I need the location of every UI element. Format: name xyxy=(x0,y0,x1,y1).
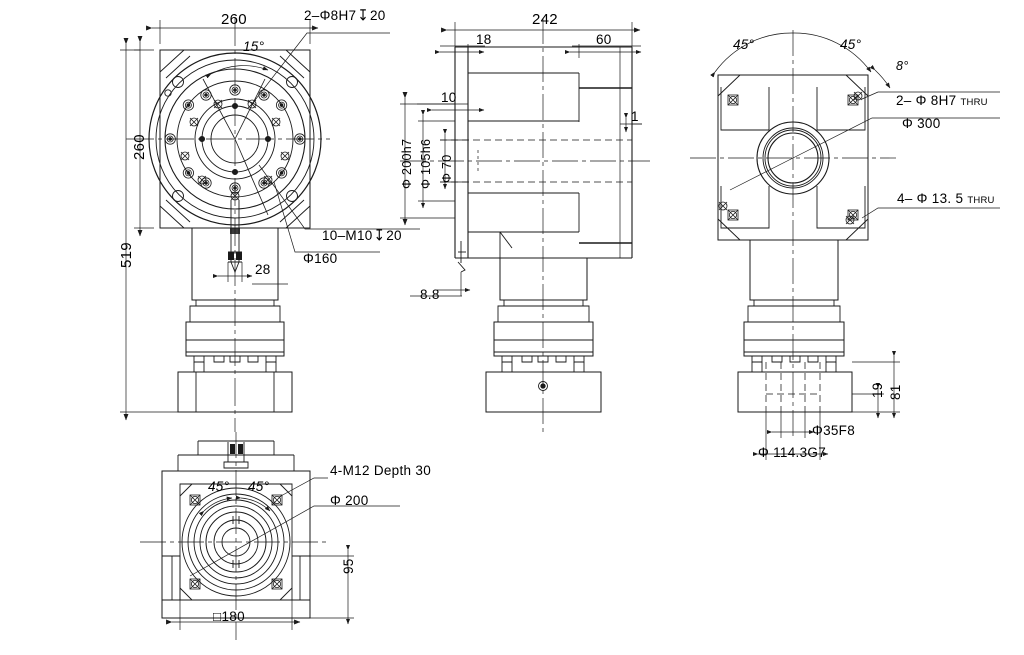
callout-rear-clearance-suffix: THRU xyxy=(967,195,995,206)
rear-view-motor-stack xyxy=(737,240,853,413)
dim-side-1 xyxy=(620,112,642,133)
callout-front-dowel-holes: 2–Φ8H7↧20 xyxy=(304,6,386,25)
front-view-inner-holes xyxy=(198,102,272,176)
dim-rear-19 xyxy=(852,382,884,419)
leader-front-bc xyxy=(273,181,380,253)
callout-rear-dowel-suffix: THRU xyxy=(960,97,988,108)
dim-label-top-dia-200: Φ 200 xyxy=(330,493,369,508)
dim-label-front-angle-15: 15° xyxy=(243,39,265,54)
dim-front-28 xyxy=(212,262,288,285)
dim-side-200h7 xyxy=(400,92,455,226)
rear-view-hidden-bolt-circle xyxy=(765,362,821,412)
front-view-angle-lines xyxy=(202,78,269,216)
leader-front-dowel xyxy=(251,32,390,105)
dim-rear-8deg xyxy=(869,64,891,89)
callout-front-dowel-depth: 20 xyxy=(369,8,386,23)
dim-rear-35f8 xyxy=(766,412,815,438)
dim-label-side-242: 242 xyxy=(532,11,558,28)
side-view-body xyxy=(454,46,633,259)
leader-rear-clearance xyxy=(861,207,1000,219)
dim-label-side-88: 8.8 xyxy=(420,287,440,302)
dim-side-105h6 xyxy=(418,109,455,209)
dim-front-519 xyxy=(120,38,178,421)
callout-rear-dowel-text: 2– Φ 8H7 xyxy=(896,93,957,108)
leader-rear-dowel xyxy=(861,91,1000,100)
callout-front-bolt-circle: Φ160 xyxy=(303,251,338,266)
depth-symbol-icon: ↧ xyxy=(357,6,369,25)
dim-label-side-dia-200h7: Φ 200h7 xyxy=(400,138,414,189)
dim-label-rear-19: 19 xyxy=(870,382,885,398)
side-view-port xyxy=(457,241,466,273)
front-view-key-detail xyxy=(228,200,242,274)
dim-label-side-10: 10 xyxy=(441,90,457,105)
dim-label-rear-8deg: 8° xyxy=(896,59,909,73)
dim-label-rear-dia-300: Φ 300 xyxy=(902,116,941,131)
dim-label-rear-45-left: 45° xyxy=(733,37,755,52)
dim-label-side-dia-105h6: Φ 105h6 xyxy=(419,138,433,189)
dim-label-rear-45-right: 45° xyxy=(840,37,862,52)
dim-label-top-45-a: 45° xyxy=(208,479,230,494)
dim-rear-45-arcs xyxy=(710,32,872,78)
callout-rear-clearance-thru: 4– Φ 13. 5 THRU xyxy=(897,192,995,206)
callout-rear-clearance-text: 4– Φ 13. 5 xyxy=(897,191,964,206)
dim-side-88 xyxy=(410,272,471,297)
dim-label-rear-dia-35f8: Φ35F8 xyxy=(812,423,856,438)
callout-rear-dowel-thru: 2– Φ 8H7 THRU xyxy=(896,94,988,108)
dim-rear-1143g7 xyxy=(752,412,829,460)
callout-front-dowel-text: 2–Φ8H7 xyxy=(304,8,357,23)
dim-label-front-key-28: 28 xyxy=(255,262,271,277)
top-view-centrelines xyxy=(140,432,330,640)
dim-label-top-95: 95 xyxy=(341,558,356,574)
dim-side-70 xyxy=(440,128,468,190)
leader-top-m12 xyxy=(278,477,328,498)
dim-side-10 xyxy=(417,103,485,115)
dim-top-95 xyxy=(310,544,354,625)
dim-label-rear-81: 81 xyxy=(888,384,903,400)
callout-top-m12: 4-M12 Depth 30 xyxy=(330,463,432,478)
depth-symbol-icon-2: ↧ xyxy=(373,226,386,245)
dim-label-rear-dia-1143g7: Φ 114.3G7 xyxy=(758,445,827,460)
dim-label-top-180: □180 xyxy=(213,609,245,624)
callout-front-tapped-depth: 20 xyxy=(386,228,402,243)
callout-front-tapped-text: 10–M10 xyxy=(322,228,373,243)
leader-top-200 xyxy=(189,505,400,577)
callout-front-tapped-holes: 10–M10↧20 xyxy=(322,226,402,245)
dim-front-260-top xyxy=(146,20,319,44)
dim-label-front-height-260: 260 xyxy=(131,134,148,160)
dim-front-15deg xyxy=(205,65,269,79)
dim-side-18 xyxy=(434,44,485,58)
front-view-motor-stack xyxy=(177,228,293,413)
dim-side-60 xyxy=(564,44,642,58)
dim-label-top-45-b: 45° xyxy=(248,479,270,494)
side-view-centreline xyxy=(400,18,650,432)
dim-label-front-width-260: 260 xyxy=(221,11,247,28)
dim-top-180 xyxy=(166,600,301,630)
leader-front-tapped xyxy=(258,164,420,230)
side-view-motor-stack xyxy=(485,258,602,413)
dim-top-45-arcs xyxy=(198,495,271,517)
front-view-centrelines xyxy=(126,18,330,432)
dim-side-242 xyxy=(441,22,641,44)
front-view-corner-holes xyxy=(164,76,298,202)
dim-label-side-60: 60 xyxy=(596,32,612,47)
dim-label-side-18: 18 xyxy=(476,32,492,47)
dim-label-side-dia-70: Φ 70 xyxy=(440,154,454,183)
dim-label-side-1: 1 xyxy=(631,109,639,124)
dim-label-front-overall-519: 519 xyxy=(118,242,135,268)
side-view-hidden-bores xyxy=(440,139,632,183)
leader-rear-300 xyxy=(729,117,1000,191)
rear-view-centrelines xyxy=(690,30,896,436)
